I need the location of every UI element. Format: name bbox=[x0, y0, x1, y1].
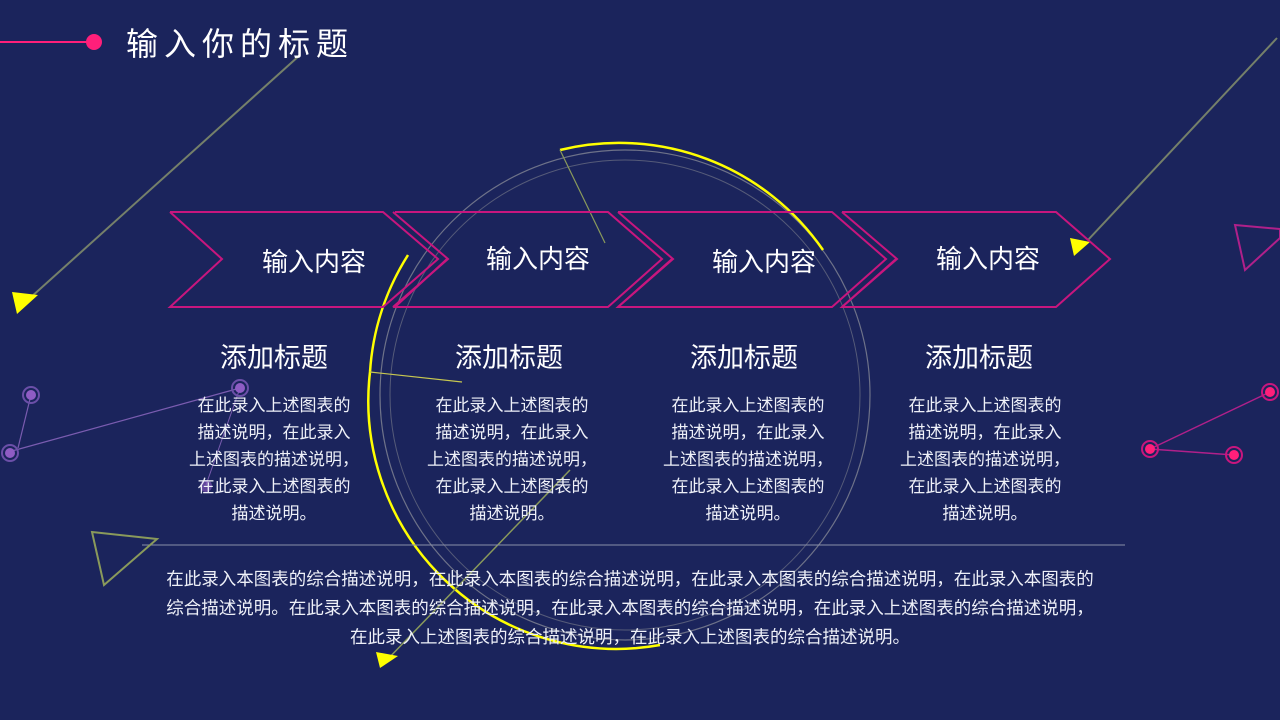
node-network-right-icon bbox=[1141, 383, 1279, 464]
desc-line: 在此录入上述图表的 bbox=[671, 477, 825, 497]
desc-line: 在此录入上述图表的 bbox=[435, 477, 589, 497]
step-label-3: 输入内容 bbox=[711, 248, 816, 278]
summary-line: 综合描述说明。在此录入本图表的综合描述说明，在此录入本图表的综合描述说明，在此录… bbox=[166, 599, 1094, 619]
desc-line: 在此录入上述图表的 bbox=[908, 396, 1062, 416]
node-network-left-icon bbox=[1, 379, 249, 492]
desc-line: 描述说明，在此录入 bbox=[197, 423, 351, 443]
desc-line: 上述图表的描述说明， bbox=[189, 450, 359, 470]
column-title-1: 添加标题 bbox=[220, 343, 328, 374]
desc-line: 在此录入上述图表的 bbox=[435, 396, 589, 416]
desc-line: 在此录入上述图表的 bbox=[671, 396, 825, 416]
desc-line: 在此录入上述图表的 bbox=[197, 396, 351, 416]
arrow-line-right-icon bbox=[1070, 37, 1278, 256]
title-accent-icon bbox=[0, 34, 102, 50]
desc-line: 描述说明。 bbox=[231, 504, 317, 524]
triangle-outline-left-icon bbox=[90, 530, 160, 587]
chevron-row bbox=[167, 211, 1112, 308]
desc-line: 描述说明。 bbox=[942, 504, 1028, 524]
step-label-4: 输入内容 bbox=[935, 245, 1040, 275]
column-title-3: 添加标题 bbox=[690, 343, 798, 374]
desc-line: 描述说明，在此录入 bbox=[435, 423, 589, 443]
summary-text: 在此录入本图表的综合描述说明，在此录入本图表的综合描述说明，在此录入本图表的综合… bbox=[120, 566, 1140, 653]
column-description-4: 在此录入上述图表的 描述说明，在此录入 上述图表的描述说明， 在此录入上述图表的… bbox=[885, 393, 1085, 528]
arrow-line-bottom-icon bbox=[376, 469, 571, 668]
desc-line: 上述图表的描述说明， bbox=[663, 450, 833, 470]
column-description-3: 在此录入上述图表的 描述说明，在此录入 上述图表的描述说明， 在此录入上述图表的… bbox=[648, 393, 848, 528]
desc-line: 描述说明，在此录入 bbox=[908, 423, 1062, 443]
summary-line: 在此录入上述图表的综合描述说明，在此录入上述图表的综合描述说明。 bbox=[350, 628, 910, 648]
summary-line: 在此录入本图表的综合描述说明，在此录入本图表的综合描述说明，在此录入本图表的综合… bbox=[166, 570, 1094, 590]
desc-line: 描述说明。 bbox=[705, 504, 791, 524]
desc-line: 描述说明，在此录入 bbox=[671, 423, 825, 443]
step-label-2: 输入内容 bbox=[485, 245, 590, 275]
column-description-1: 在此录入上述图表的 描述说明，在此录入 上述图表的描述说明， 在此录入上述图表的… bbox=[174, 393, 374, 528]
desc-line: 描述说明。 bbox=[469, 504, 555, 524]
desc-line: 在此录入上述图表的 bbox=[908, 477, 1062, 497]
desc-line: 上述图表的描述说明， bbox=[900, 450, 1070, 470]
column-description-2: 在此录入上述图表的 描述说明，在此录入 上述图表的描述说明， 在此录入上述图表的… bbox=[412, 393, 612, 528]
page-title: 输入你的标题 bbox=[126, 25, 355, 63]
column-title-2: 添加标题 bbox=[455, 343, 563, 374]
desc-line: 在此录入上述图表的 bbox=[197, 477, 351, 497]
step-label-1: 输入内容 bbox=[261, 248, 366, 278]
triangle-outline-right-icon bbox=[1233, 223, 1280, 272]
column-title-4: 添加标题 bbox=[925, 343, 1033, 374]
desc-line: 上述图表的描述说明， bbox=[427, 450, 597, 470]
arrow-line-left-icon bbox=[12, 54, 301, 314]
ring-decoration-icon bbox=[367, 141, 871, 651]
